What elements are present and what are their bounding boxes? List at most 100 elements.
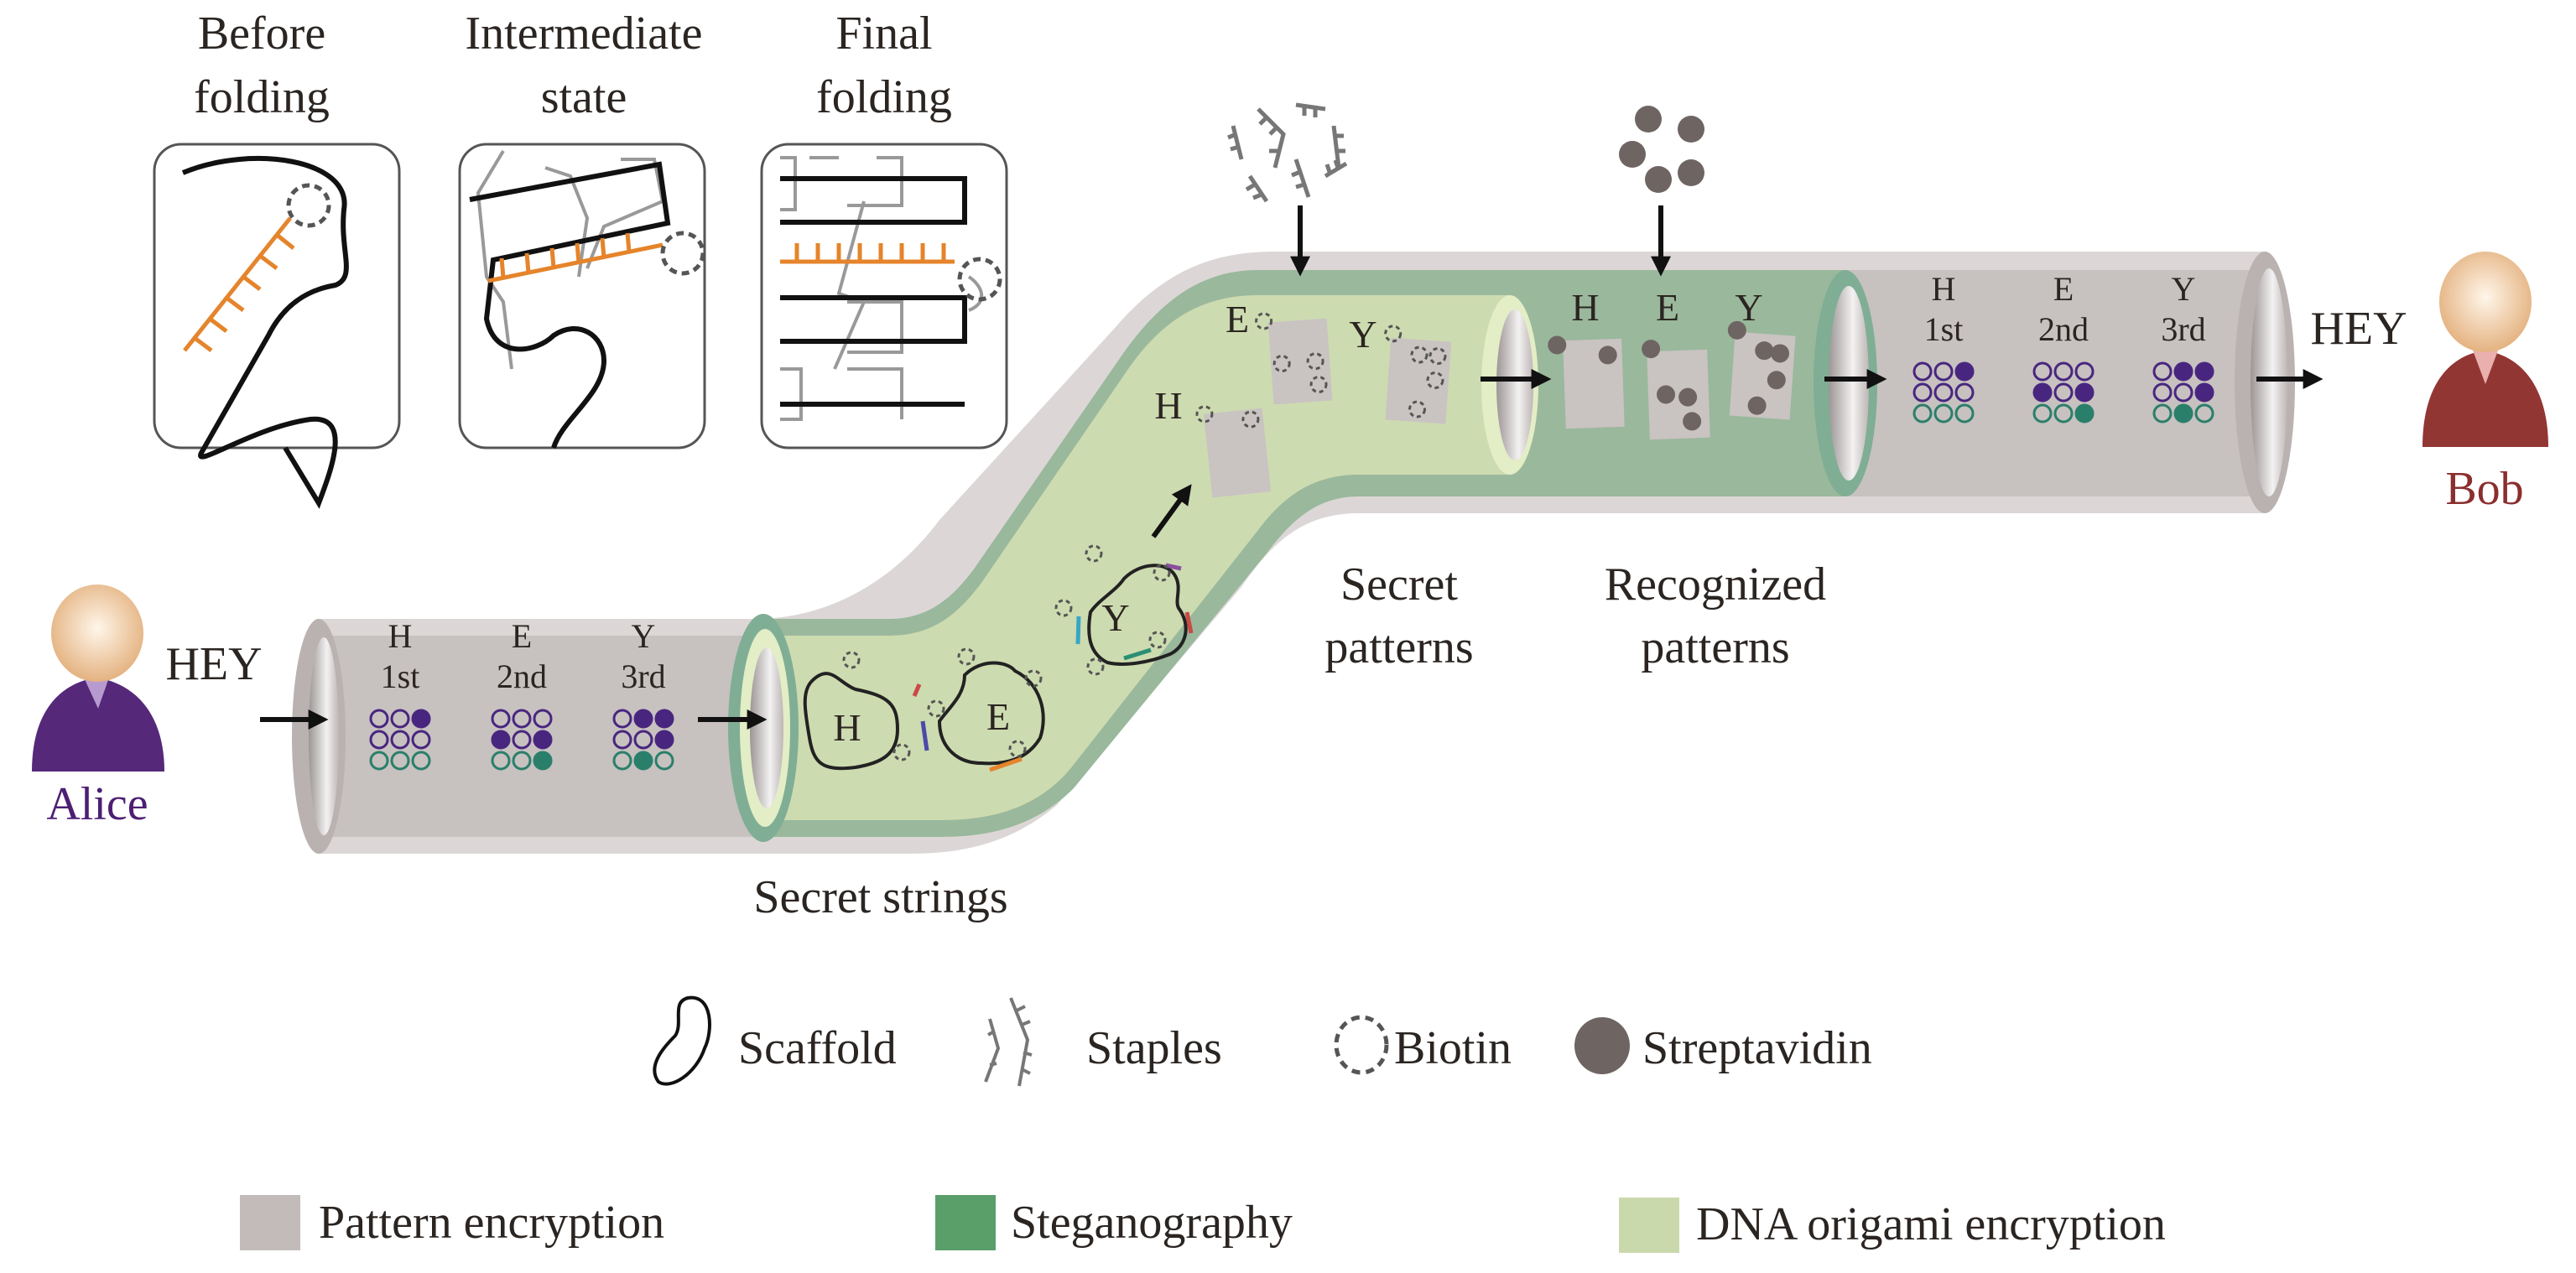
legend-label: Steganography [1011,1197,1293,1249]
steganography-exit-opening [1829,286,1869,481]
dot-filled [654,730,674,750]
legend-item-streptavidin: Streptavidin [1574,1017,1872,1074]
bob-head [2439,252,2532,352]
layer-legend: Pattern encryption Steganography DNA ori… [240,1195,2166,1253]
tile-h-recognized [1548,335,1625,429]
dot-filled [2194,361,2214,382]
label-secret-strings: Secret strings [753,871,1007,923]
label-recognized-patterns-line2: patterns [1641,621,1789,673]
biotin-icon [1334,1015,1389,1075]
dot-empty [2173,382,2194,403]
dna-origami-tube [763,295,1510,820]
legend-item-staples: Staples [984,997,1222,1087]
alice-collar [84,678,109,709]
dot-filled [1954,361,1975,382]
dot-empty [2152,403,2173,423]
tile-letter: H [1154,384,1182,427]
staples-icon [1227,102,1348,203]
label-secret-patterns-line1: Secret [1340,559,1458,611]
scaffold-icon [653,995,711,1086]
letter-char: H [388,617,413,655]
dot-empty [369,751,389,771]
receiver-name: Bob [2445,463,2523,515]
origami-letter: H [833,706,861,749]
secret-strings: H E Y [803,544,1194,772]
dot-empty [633,730,653,750]
dot-filled [533,751,553,771]
dot-empty [2194,403,2214,423]
tile-e [1255,312,1333,405]
dot-filled [633,709,653,729]
dot-empty [1912,403,1933,423]
dot-empty [533,709,553,729]
stage-title-line2: folding [194,71,330,123]
folding-stage-intermediate: Intermediate state [458,8,706,449]
sender-name: Alice [46,778,148,830]
biotin-markers [842,544,1171,761]
letter-order: 2nd [497,657,547,695]
stage-title-line2: state [541,71,627,123]
dot-empty [2053,403,2074,423]
folding-stage-before: Before folding [153,8,401,509]
letter-char: Y [632,617,656,655]
label-recognized-patterns-line1: Recognized [1605,559,1826,611]
bob-body [2422,351,2548,447]
pattern-encryption-swatch [240,1195,300,1250]
dot-empty [2152,361,2173,382]
origami-exit-opening [1496,309,1533,460]
legend-label: Staples [1086,1022,1222,1074]
tile-y-recognized [1727,320,1796,420]
letter-char: Y [2172,270,2196,308]
streptavidin-icon [1574,1017,1630,1074]
dot-empty [369,730,389,750]
dot-empty [390,730,410,750]
legend-item-pattern-encryption: Pattern encryption [240,1195,664,1250]
alice-head [51,585,143,682]
scaffold-h: H [803,672,900,771]
dot-empty [512,709,532,729]
bob-collar [2473,351,2498,384]
letter-char: H [1932,270,1956,308]
folding-stage-final: Final folding [760,8,1008,449]
dot-empty [1912,382,1933,403]
legend-item-biotin: Biotin [1334,1015,1512,1075]
biotin-icon [660,231,705,276]
dot-empty [1912,361,1933,382]
legend-item-dna-origami-encryption: DNA origami encryption [1619,1198,2166,1253]
staples-icon [984,997,1033,1087]
dot-empty [612,709,632,729]
orange-staple-ladder [487,232,664,283]
panel-frame [153,143,401,449]
pipe-opening-right [2251,268,2287,496]
dot-filled [411,709,431,729]
dot-empty [2074,361,2095,382]
dot-empty [654,751,674,771]
panel-frame [458,143,706,449]
scaffold-e: E [912,661,1045,772]
orange-staple-ladder [183,216,295,352]
tile-letter: E [1226,298,1249,340]
dot-empty [491,751,511,771]
dot-empty [2152,382,2173,403]
dot-filled [2032,382,2053,403]
dot-empty [1933,382,1954,403]
legend-label: Scaffold [738,1022,897,1074]
arrow-origami-to-patterns [1151,484,1192,538]
dot-empty [491,709,511,729]
tile-h [1195,405,1272,498]
dot-empty [411,751,431,771]
legend-label: DNA origami encryption [1696,1198,2166,1250]
alice-body [32,678,164,772]
pipe-opening-left [309,637,339,835]
dot-empty [612,730,632,750]
dot-empty [612,751,632,771]
stage-title-line1: Before [198,8,325,60]
origami-opening [750,647,783,808]
origami-letter: Y [1101,596,1129,639]
letter-char: E [512,617,532,655]
